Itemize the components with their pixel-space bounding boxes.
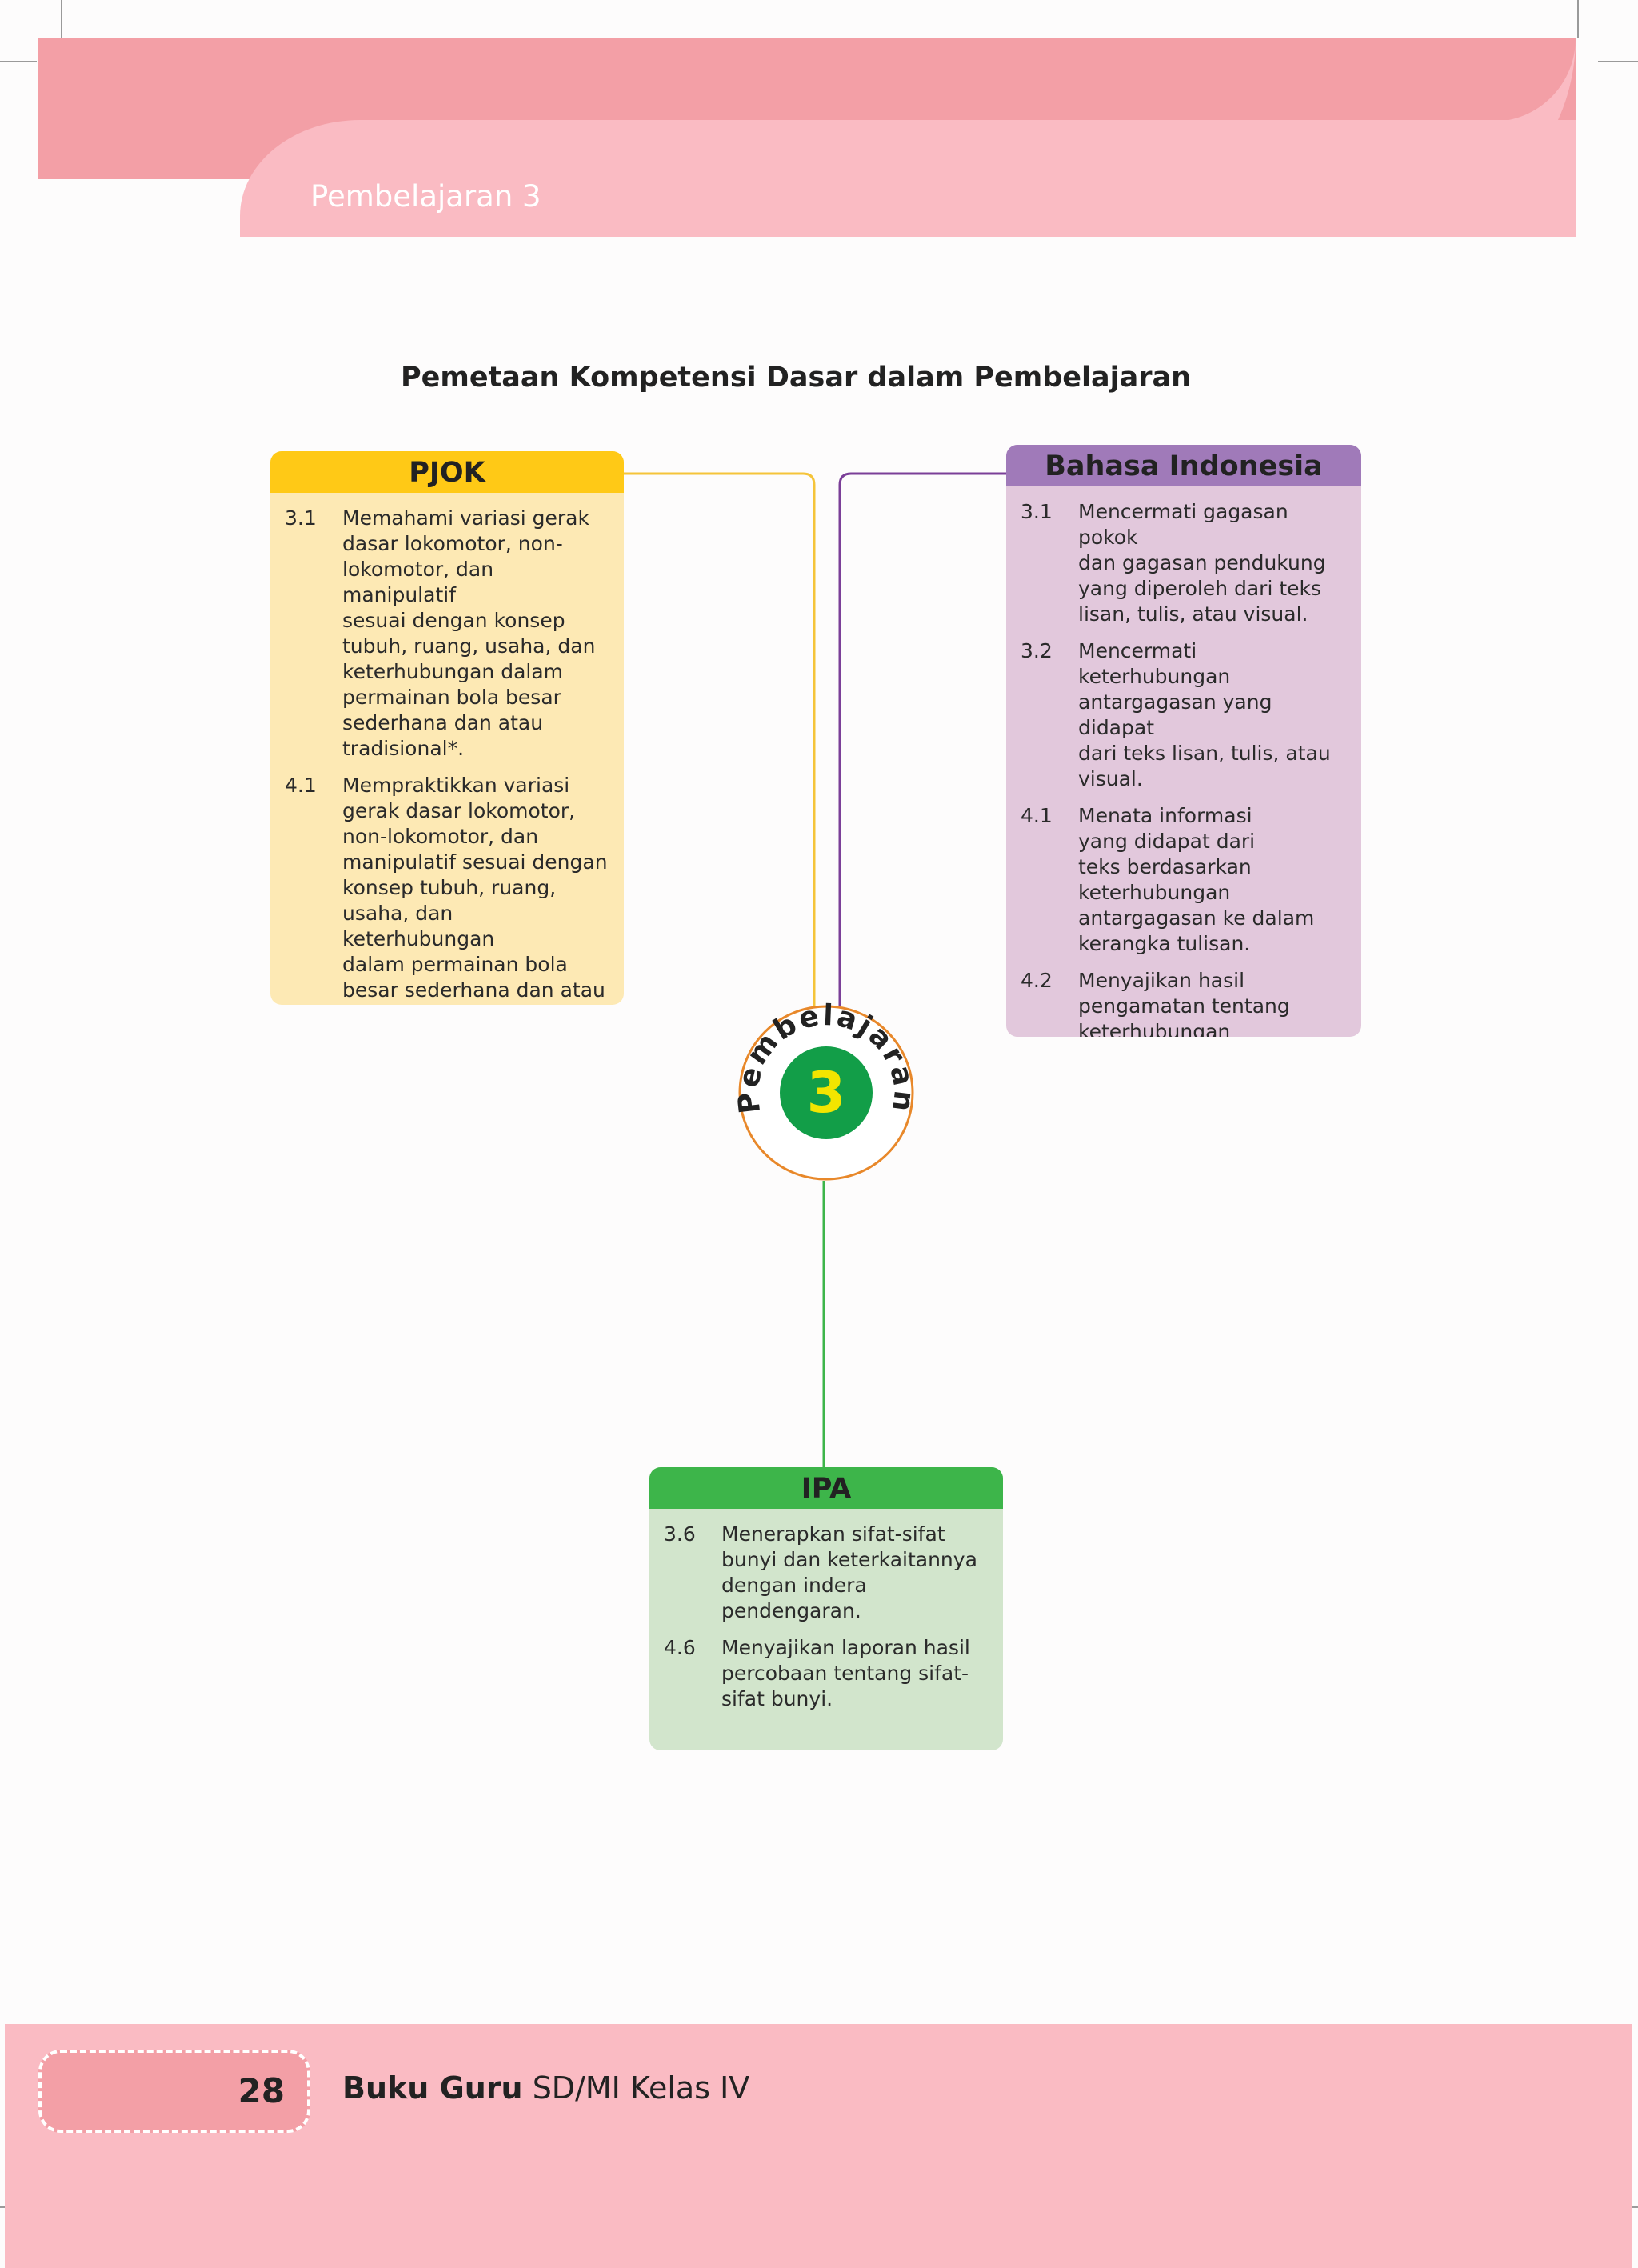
pjok-connector [624,472,816,1006]
kd-number: 3.2 [1021,639,1053,662]
kd-line: sesuai dengan konsep [342,609,565,632]
kd-line: pengamatan tentang [1078,994,1290,1018]
kd-line: tradisional*. [342,737,465,760]
kd-line: Menata informasi [1078,804,1252,827]
kd-line: tubuh, ruang, usaha, dan [342,634,596,658]
kd-line: dan gagasan pendukung [1078,551,1326,574]
kd-line: dari teks lisan, tulis, atau [1078,742,1331,765]
kd-line: lisan, tulis, atau visual. [1078,602,1308,626]
kd-line: sifat bunyi. [721,1687,833,1710]
kd-line: permainan bola besar [342,686,561,709]
kd-line: dalam permainan bola [342,953,568,976]
hub-badge: Pembelajaran 3 [732,999,918,1181]
kd-line: Menyajikan hasil [1078,969,1245,992]
bahasa-indonesia-card: Bahasa Indonesia 3.1 Mencermati gagasan p… [1006,445,1361,1037]
kd-line: yang diperoleh dari teks [1078,577,1322,600]
section-label: Pembelajaran 3 [310,179,541,214]
page-number-box [38,2050,310,2133]
kd-line: antargagasan ke dalam [1078,906,1315,930]
kd-number: 4.1 [1021,804,1053,827]
footer-book-rest: SD/MI Kelas IV [522,2070,750,2106]
kd-description: Menyajikan laporan hasil percobaan tentan… [721,1635,989,1712]
kd-line: Mencermati gagasan pokok [1078,500,1288,549]
kd-line: Mempraktikkan variasi [342,774,570,797]
kd-line: keterhubungan [1078,1020,1231,1037]
kd-line: Mencermati keterhubungan [1078,639,1231,688]
kd-line: Menerapkan sifat-sifat [721,1522,945,1546]
kd-line: Menyajikan laporan hasil [721,1636,970,1659]
kd-line: usaha, dan keterhubungan [342,902,495,950]
kd-number: 3.1 [1021,500,1053,523]
kd-number: 4.1 [285,774,317,797]
kd-line: sederhana dan atau [342,711,544,734]
kd-line: gerak dasar lokomotor, [342,799,576,822]
kd-line: yang didapat dari [1078,830,1256,853]
bahasa-indonesia-heading: Bahasa Indonesia [1006,445,1361,486]
kd-line: keterhubungan [1078,881,1231,904]
page-title: Pemetaan Kompetensi Dasar dalam Pembelaj… [400,362,1192,394]
kd-number: 3.1 [285,506,317,530]
kd-line: manipulatif sesuai dengan [342,850,608,874]
hub-number: 3 [807,1060,846,1126]
kd-line: percobaan tentang sifat- [721,1662,969,1685]
footer-book-title: Buku Guru SD/MI Kelas IV [342,2070,749,2106]
ipa-heading: IPA [649,1467,1003,1509]
kd-line: dengan indera [721,1574,867,1597]
pjok-heading: PJOK [270,451,624,493]
kd-line: bunyi dan keterkaitannya [721,1548,977,1571]
crop-mark [1577,0,1579,38]
kd-line: konsep tubuh, ruang, [342,876,557,899]
header-tab [240,120,1576,237]
kd-line: non-lokomotor, dan [342,825,539,848]
hub-circle [780,1046,873,1139]
kd-line: tradisional*. [342,1003,609,1005]
kd-line: keterhubungan dalam [342,660,564,683]
kd-line: dasar lokomotor, non- [342,532,563,555]
kd-line: besar sederhana dan atau [342,978,605,1002]
kd-line: teks berdasarkan [1078,855,1252,878]
bi-connector [838,472,1006,1006]
crop-mark [1598,61,1638,62]
kd-line: lokomotor, dan manipulatif [342,558,494,606]
page-number: 28 [238,2071,285,2110]
kd-number: 3.6 [664,1522,696,1546]
kd-item: 4.6 Menyajikan laporan hasil percobaan ten… [664,1635,989,1712]
header-curve-top [1344,38,1576,122]
footer-book-bold: Buku Guru [342,2070,523,2106]
kd-line: Memahami variasi gerak [342,506,589,530]
crop-mark [0,61,37,62]
kd-line: antargagasan yang didapat [1078,690,1272,739]
kd-number: 4.6 [664,1636,696,1659]
kd-line: visual. [1078,767,1143,790]
kd-line: kerangka tulisan. [1078,932,1251,955]
kd-number: 4.2 [1021,969,1053,992]
crop-mark [61,0,62,38]
kd-line: pendengaran. [721,1599,861,1622]
